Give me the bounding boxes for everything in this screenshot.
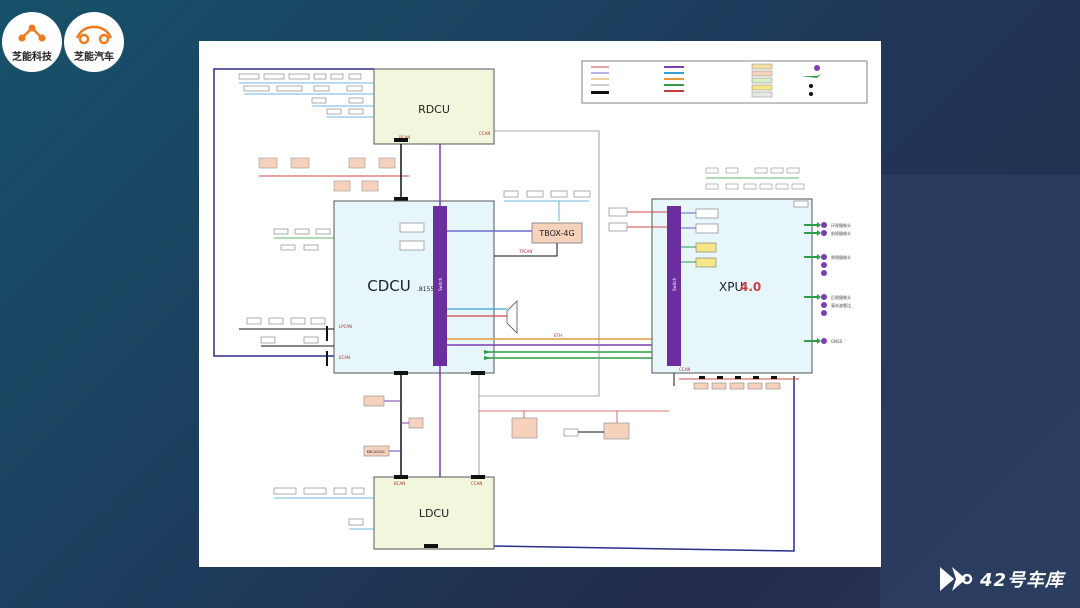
cdcu-title: CDCU	[367, 277, 410, 295]
ldcu-ccan-label: CCAN	[471, 481, 482, 486]
xpu-camera-label: 侧视摄像头	[831, 254, 851, 260]
ldcu-bcan-label: BCAN	[394, 481, 405, 486]
rdcu-ccan-label: CCAN	[479, 131, 490, 136]
bcan-cluster	[258, 144, 409, 201]
xpu-version: 4.0	[740, 280, 761, 294]
car-icon	[75, 25, 113, 44]
cdcu-ecan-label: ECAN	[339, 355, 350, 360]
rdcu-peripherals	[238, 73, 374, 118]
cdcu-domain: CDCU .8155 Switch LPCAN ECAN	[326, 200, 495, 375]
rdcu-bcan-label: BCAN	[399, 135, 410, 140]
eth-link-label: ETH	[554, 333, 562, 338]
xpu-ccan-label: CCAN	[679, 367, 690, 372]
logo-label: 芝能汽车	[74, 51, 114, 63]
logo-zhineng-auto: 芝能汽车	[64, 12, 124, 72]
xpu-camera-label: GNSS	[831, 339, 843, 344]
play-arrows-icon	[939, 567, 973, 591]
xpu-camera-label: 前视摄像头	[831, 230, 851, 236]
cdcu-lpcan-label: LPCAN	[339, 324, 352, 329]
xpu-camera-label: 后视摄像头	[831, 294, 851, 300]
cdcu-subtitle: .8155	[417, 286, 434, 293]
ldcu-peripherals	[273, 487, 374, 530]
tbox-title: TBOX-4G	[538, 229, 574, 238]
rdcu-title: RDCU	[418, 103, 450, 116]
tbox-tpcan-label: TPCAN	[518, 249, 532, 254]
xpu-domain: Switch XPU 4.0 CCAN	[651, 198, 813, 374]
molecule-icon	[18, 24, 46, 41]
cdcu-peripherals	[239, 228, 334, 347]
ebc-dcdc-label: EBC/DCDC	[367, 450, 386, 454]
xpu-switch-label: Switch	[672, 277, 677, 291]
ldcu-title: LDCU	[419, 507, 449, 520]
ldcu-domain: LDCU BCAN CCAN	[373, 475, 495, 550]
logo-zhineng-tech: 芝能科技	[2, 12, 62, 72]
logo-label: 芝能科技	[12, 51, 52, 63]
xpu-camera-label: 环视摄像头	[831, 222, 851, 228]
tbox-module: TBOX-4G TPCAN	[447, 190, 591, 257]
cdcu-switch-label: Switch	[438, 277, 443, 291]
xpu-top-sensors	[705, 167, 805, 190]
background-panel-lower	[880, 175, 1080, 608]
xpu-camera-label: 毫米波雷达	[831, 302, 851, 308]
logo-group: 芝能科技 芝能汽车	[0, 12, 124, 72]
xpu-title: XPU	[719, 280, 743, 294]
legend	[581, 60, 868, 104]
brand-watermark: 42号车库	[938, 564, 1064, 594]
xpu-camera-outputs: 环视摄像头 前视摄像头 侧视摄像头 后视摄像头 毫米波雷达 GNSS	[804, 222, 851, 344]
brand-text: 42号车库	[979, 570, 1064, 591]
diagram-canvas: RDCU CCAN BCAN	[213, 60, 868, 552]
xpu-bottom-outputs	[673, 373, 799, 390]
rdcu-domain: RDCU CCAN BCAN	[373, 68, 495, 145]
architecture-diagram: RDCU CCAN BCAN	[199, 41, 881, 567]
